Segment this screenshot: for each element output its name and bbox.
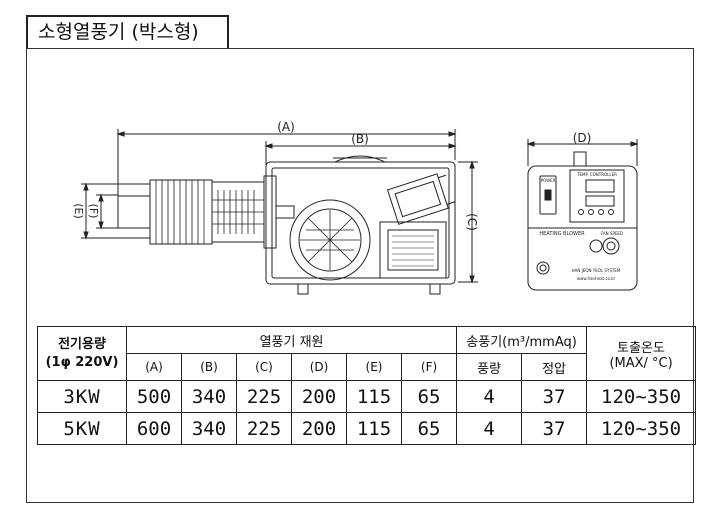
content-frame	[26, 48, 694, 503]
switch-label: POWER	[541, 178, 556, 183]
fan-label: FAN SPEED	[601, 231, 623, 236]
page-title: 소형열풍기 (박스형)	[26, 15, 229, 48]
heater-nozzle	[117, 175, 295, 249]
table-row: 5KW 600 340 225 200 115 65 4 37 120~350	[37, 412, 697, 445]
blower-housing	[265, 155, 456, 295]
dim-col-e: (E)	[346, 353, 402, 381]
dim-col-d: (D)	[291, 353, 347, 381]
technical-drawing: (A) (B) (C) (E) (F)	[72, 120, 639, 295]
spec-table: 전기용량 (1φ 220V) 열풍기 재원 송풍기(m³/mmAq) 토출온도 …	[37, 326, 697, 445]
dim-a-label: (A)	[277, 120, 295, 134]
flow-col: 풍량	[456, 353, 523, 381]
blower-group-header: 송풍기(m³/mmAq)	[456, 326, 588, 354]
panel-label: HEATING BLOWER	[539, 231, 585, 237]
dim-c-label: (C)	[465, 213, 479, 231]
dimension-a: (A)	[116, 120, 457, 198]
dim-col-a: (A)	[126, 353, 182, 381]
controller-label: TEMP. CONTROLLER	[576, 172, 617, 177]
dimension-e: (E)	[72, 182, 150, 240]
dimension-d: (D)	[526, 131, 639, 166]
maker-label: HAN JEON YEOL SYSTEM	[572, 268, 621, 273]
temp-header: 토출온도 (MAX/ °C)	[586, 326, 697, 381]
dim-f-label: (F)	[87, 204, 100, 219]
table-row: 3KW 500 340 225 200 115 65 4 37 120~350	[37, 380, 697, 413]
dim-e-label: (E)	[72, 203, 85, 219]
url-label: www.hanheat.co.kr	[577, 276, 616, 281]
pressure-col: 정압	[521, 353, 588, 381]
heater-fins	[155, 180, 264, 244]
dim-col-b: (B)	[181, 353, 237, 381]
dims-group-header: 열풍기 재원	[125, 326, 458, 354]
dim-col-f: (F)	[400, 353, 458, 381]
front-view: POWER TEMP. CONTROLLER HEATING BLOWER FA…	[527, 151, 638, 291]
dim-col-c: (C)	[236, 353, 292, 381]
col-capacity-header: 전기용량 (1φ 220V)	[37, 326, 127, 381]
dim-b-label: (B)	[351, 132, 369, 146]
dim-d-label: (D)	[573, 131, 592, 145]
dimension-f: (F)	[87, 193, 118, 230]
dimension-c: (C)	[458, 160, 479, 284]
dimension-b: (B)	[264, 132, 457, 165]
